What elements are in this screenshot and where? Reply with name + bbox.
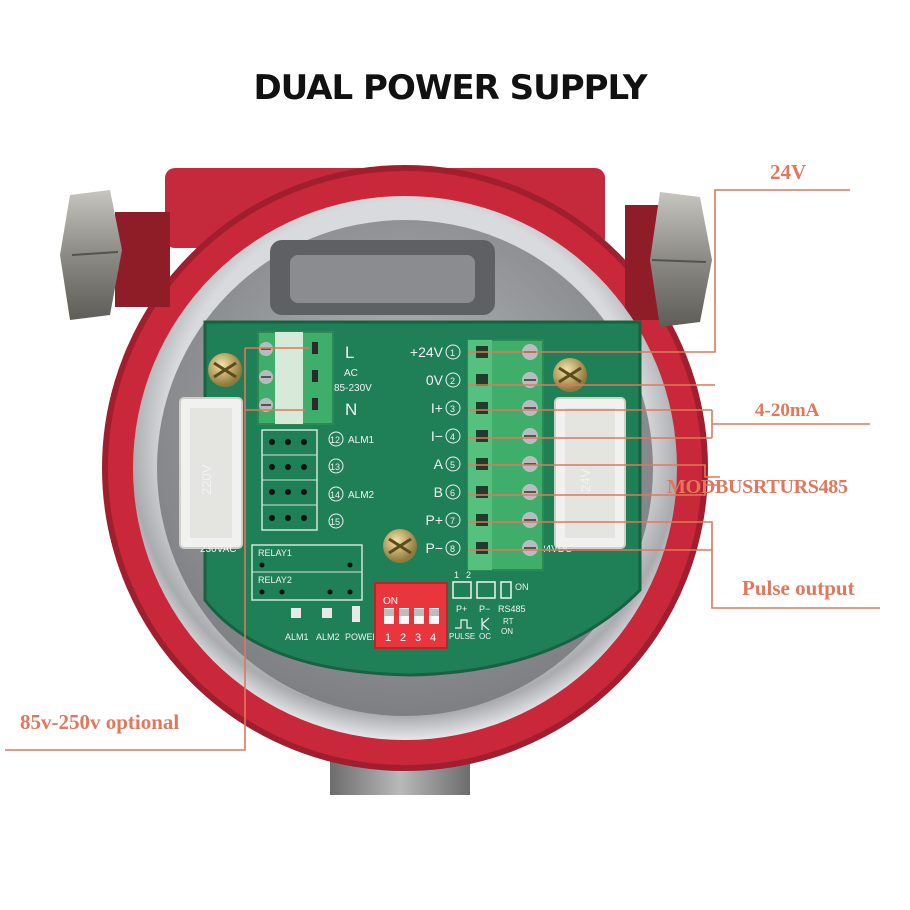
led-power-label: POWER: [345, 632, 380, 642]
right-power-module: 24V 24VDC: [540, 397, 626, 555]
terminal-number-ring: [445, 540, 461, 556]
dip-number-3: 3: [415, 632, 421, 644]
terminal-number: 5: [450, 460, 455, 470]
jumper-col2-label: P−: [479, 604, 490, 614]
terminal-label: B: [434, 484, 443, 500]
alarm-pin-15: 15: [330, 517, 340, 527]
jumper-col3-label: RS485: [498, 604, 526, 614]
mounting-screw-left: [208, 353, 242, 387]
terminal-number: 2: [450, 376, 455, 386]
jumper-col3-sub1-label: RT: [503, 617, 514, 626]
terminal-number: 6: [450, 488, 455, 498]
terminal-number: 8: [450, 544, 455, 554]
alarm-label-alm1: ALM1: [348, 435, 375, 446]
terminal-number-ring: [445, 344, 461, 360]
left-module-label: 220V: [199, 464, 214, 495]
relay-area: RELAY1 RELAY2: [251, 544, 363, 601]
terminal-wire-entry: [476, 458, 488, 470]
mounting-screw-right: [553, 358, 587, 392]
terminal-number: 1: [450, 348, 455, 358]
terminal-wire-entry: [476, 430, 488, 442]
jumper-col3-sub2-label: ON: [501, 627, 513, 636]
dip-switch: ON 1 2 3 4: [374, 582, 448, 649]
alarm-pin-14: 14: [330, 490, 340, 500]
led-alm1-label: ALM1: [285, 632, 309, 642]
signal-terminal-labels: 1 +24V 2 0V 3 I+ 4 I− 5A 6B 7 P+ 8 P−: [410, 344, 461, 556]
terminal-number: 7: [450, 516, 455, 526]
relay2-label: RELAY2: [258, 575, 292, 585]
terminal-number: 4: [450, 432, 455, 442]
right-cable-gland: [625, 192, 712, 327]
jumper-pulse-label: PULSE: [449, 632, 475, 641]
right-module-label: 24V: [578, 469, 593, 492]
jumper-number-2: 2: [466, 570, 471, 580]
terminal-number: 3: [450, 404, 455, 414]
dip-number-1: 1: [385, 632, 391, 644]
terminal-number-ring: [445, 428, 461, 444]
callout-ac-optional: 85v-250v optional: [20, 710, 180, 734]
terminal-wire-entry: [476, 514, 488, 526]
alarm-label-alm2: ALM2: [348, 490, 375, 501]
signal-terminal-block: [467, 339, 544, 571]
terminal-wire-entry: [476, 542, 488, 554]
terminal-label: P+: [425, 512, 443, 528]
dip-number-4: 4: [430, 632, 436, 644]
jumper-oc-label: OC: [479, 632, 491, 641]
terminal-wire-entry: [476, 402, 488, 414]
jumper-number-1: 1: [454, 570, 459, 580]
dip-number-2: 2: [400, 632, 406, 644]
alarm-pin-13: 13: [330, 462, 340, 472]
left-module-sub-label: 230VAC: [200, 544, 237, 555]
terminal-n-label: N: [345, 400, 357, 419]
terminal-number-ring: [445, 400, 461, 416]
callout-24v: 24V: [770, 160, 807, 184]
terminal-label: A: [434, 456, 444, 472]
dip-on-label: ON: [383, 596, 398, 607]
terminal-wire-entry: [476, 486, 488, 498]
terminal-l-label: L: [345, 343, 354, 362]
page-title: DUAL POWER SUPPLY: [253, 68, 647, 108]
relay1-label: RELAY1: [258, 548, 292, 558]
alarm-pin-area: 12 13 14 15 ALM1 ALM2: [261, 429, 375, 531]
jumper-on-label: ON: [515, 582, 529, 592]
mode-jumpers: 1 2 ON P+ P− RS485 RT ON PULSE OC: [449, 570, 529, 641]
left-power-module: 220V 230VAC: [179, 397, 243, 555]
terminal-number-ring: [445, 512, 461, 528]
mounting-screw-center: [383, 529, 417, 563]
terminal-ac-range-label: 85-230V: [334, 383, 372, 394]
terminal-ac-label: AC: [344, 368, 358, 379]
callout-4-20ma: 4-20mA: [755, 400, 820, 421]
terminal-label: 0V: [426, 372, 444, 388]
jumper-col1-label: P+: [456, 604, 467, 614]
left-cable-gland: [60, 190, 170, 320]
terminal-number-ring: [445, 456, 461, 472]
terminal-number-ring: [445, 484, 461, 500]
terminal-label: I+: [431, 400, 443, 416]
terminal-wire-entry: [476, 374, 488, 386]
terminal-label: +24V: [410, 344, 444, 360]
callout-lines: [5, 189, 880, 751]
status-leds: ALM1 ALM2 POWER: [285, 606, 380, 642]
terminal-number-ring: [445, 372, 461, 388]
terminal-label: P−: [425, 540, 443, 556]
led-alm2-label: ALM2: [316, 632, 340, 642]
terminal-label: I−: [431, 428, 443, 444]
alarm-pin-12: 12: [330, 435, 340, 445]
callout-pulse-output: Pulse output: [742, 576, 855, 600]
callout-modbus: MODBUSRTURS485: [667, 476, 848, 498]
